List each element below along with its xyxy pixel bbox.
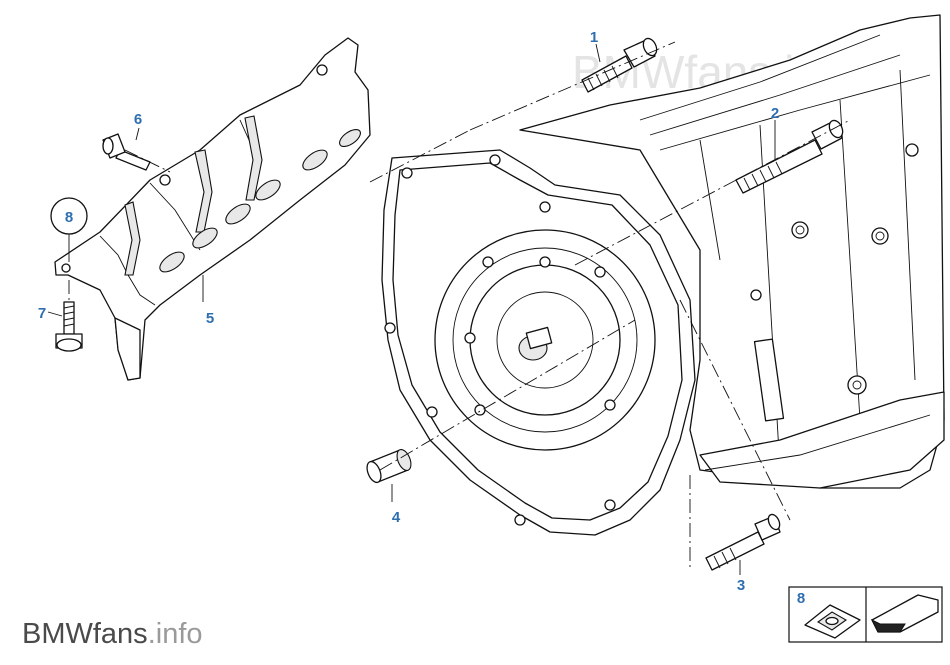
callout-7: 7 [38, 305, 46, 322]
footer-brand: BMWfans [22, 618, 148, 650]
callout-4: 4 [392, 509, 401, 526]
clip-nut-icon [804, 604, 861, 639]
bolt-7 [55, 301, 83, 352]
footer-suffix: .info [148, 618, 203, 650]
callout-8-circle: 8 [50, 197, 88, 235]
bolt-3 [705, 513, 781, 571]
callout-3: 3 [737, 577, 745, 594]
dowel-sleeve-4 [366, 449, 412, 484]
callout-8: 8 [65, 209, 73, 226]
callout-2: 2 [771, 105, 779, 122]
bolt-6 [102, 133, 151, 171]
assembly-lines [68, 41, 851, 570]
kit-inset: 8 [788, 586, 943, 643]
kit-callout: 8 [797, 590, 805, 607]
bell-housing [381, 149, 696, 536]
callout-5: 5 [206, 310, 214, 327]
footer-logo: BMWfans.info [22, 618, 203, 650]
callout-1: 1 [590, 29, 598, 46]
heat-shield [54, 37, 371, 381]
svg-text:BMWfans.info: BMWfans.info [22, 618, 203, 650]
arrow-icon [870, 594, 939, 633]
callout-6: 6 [134, 111, 142, 128]
